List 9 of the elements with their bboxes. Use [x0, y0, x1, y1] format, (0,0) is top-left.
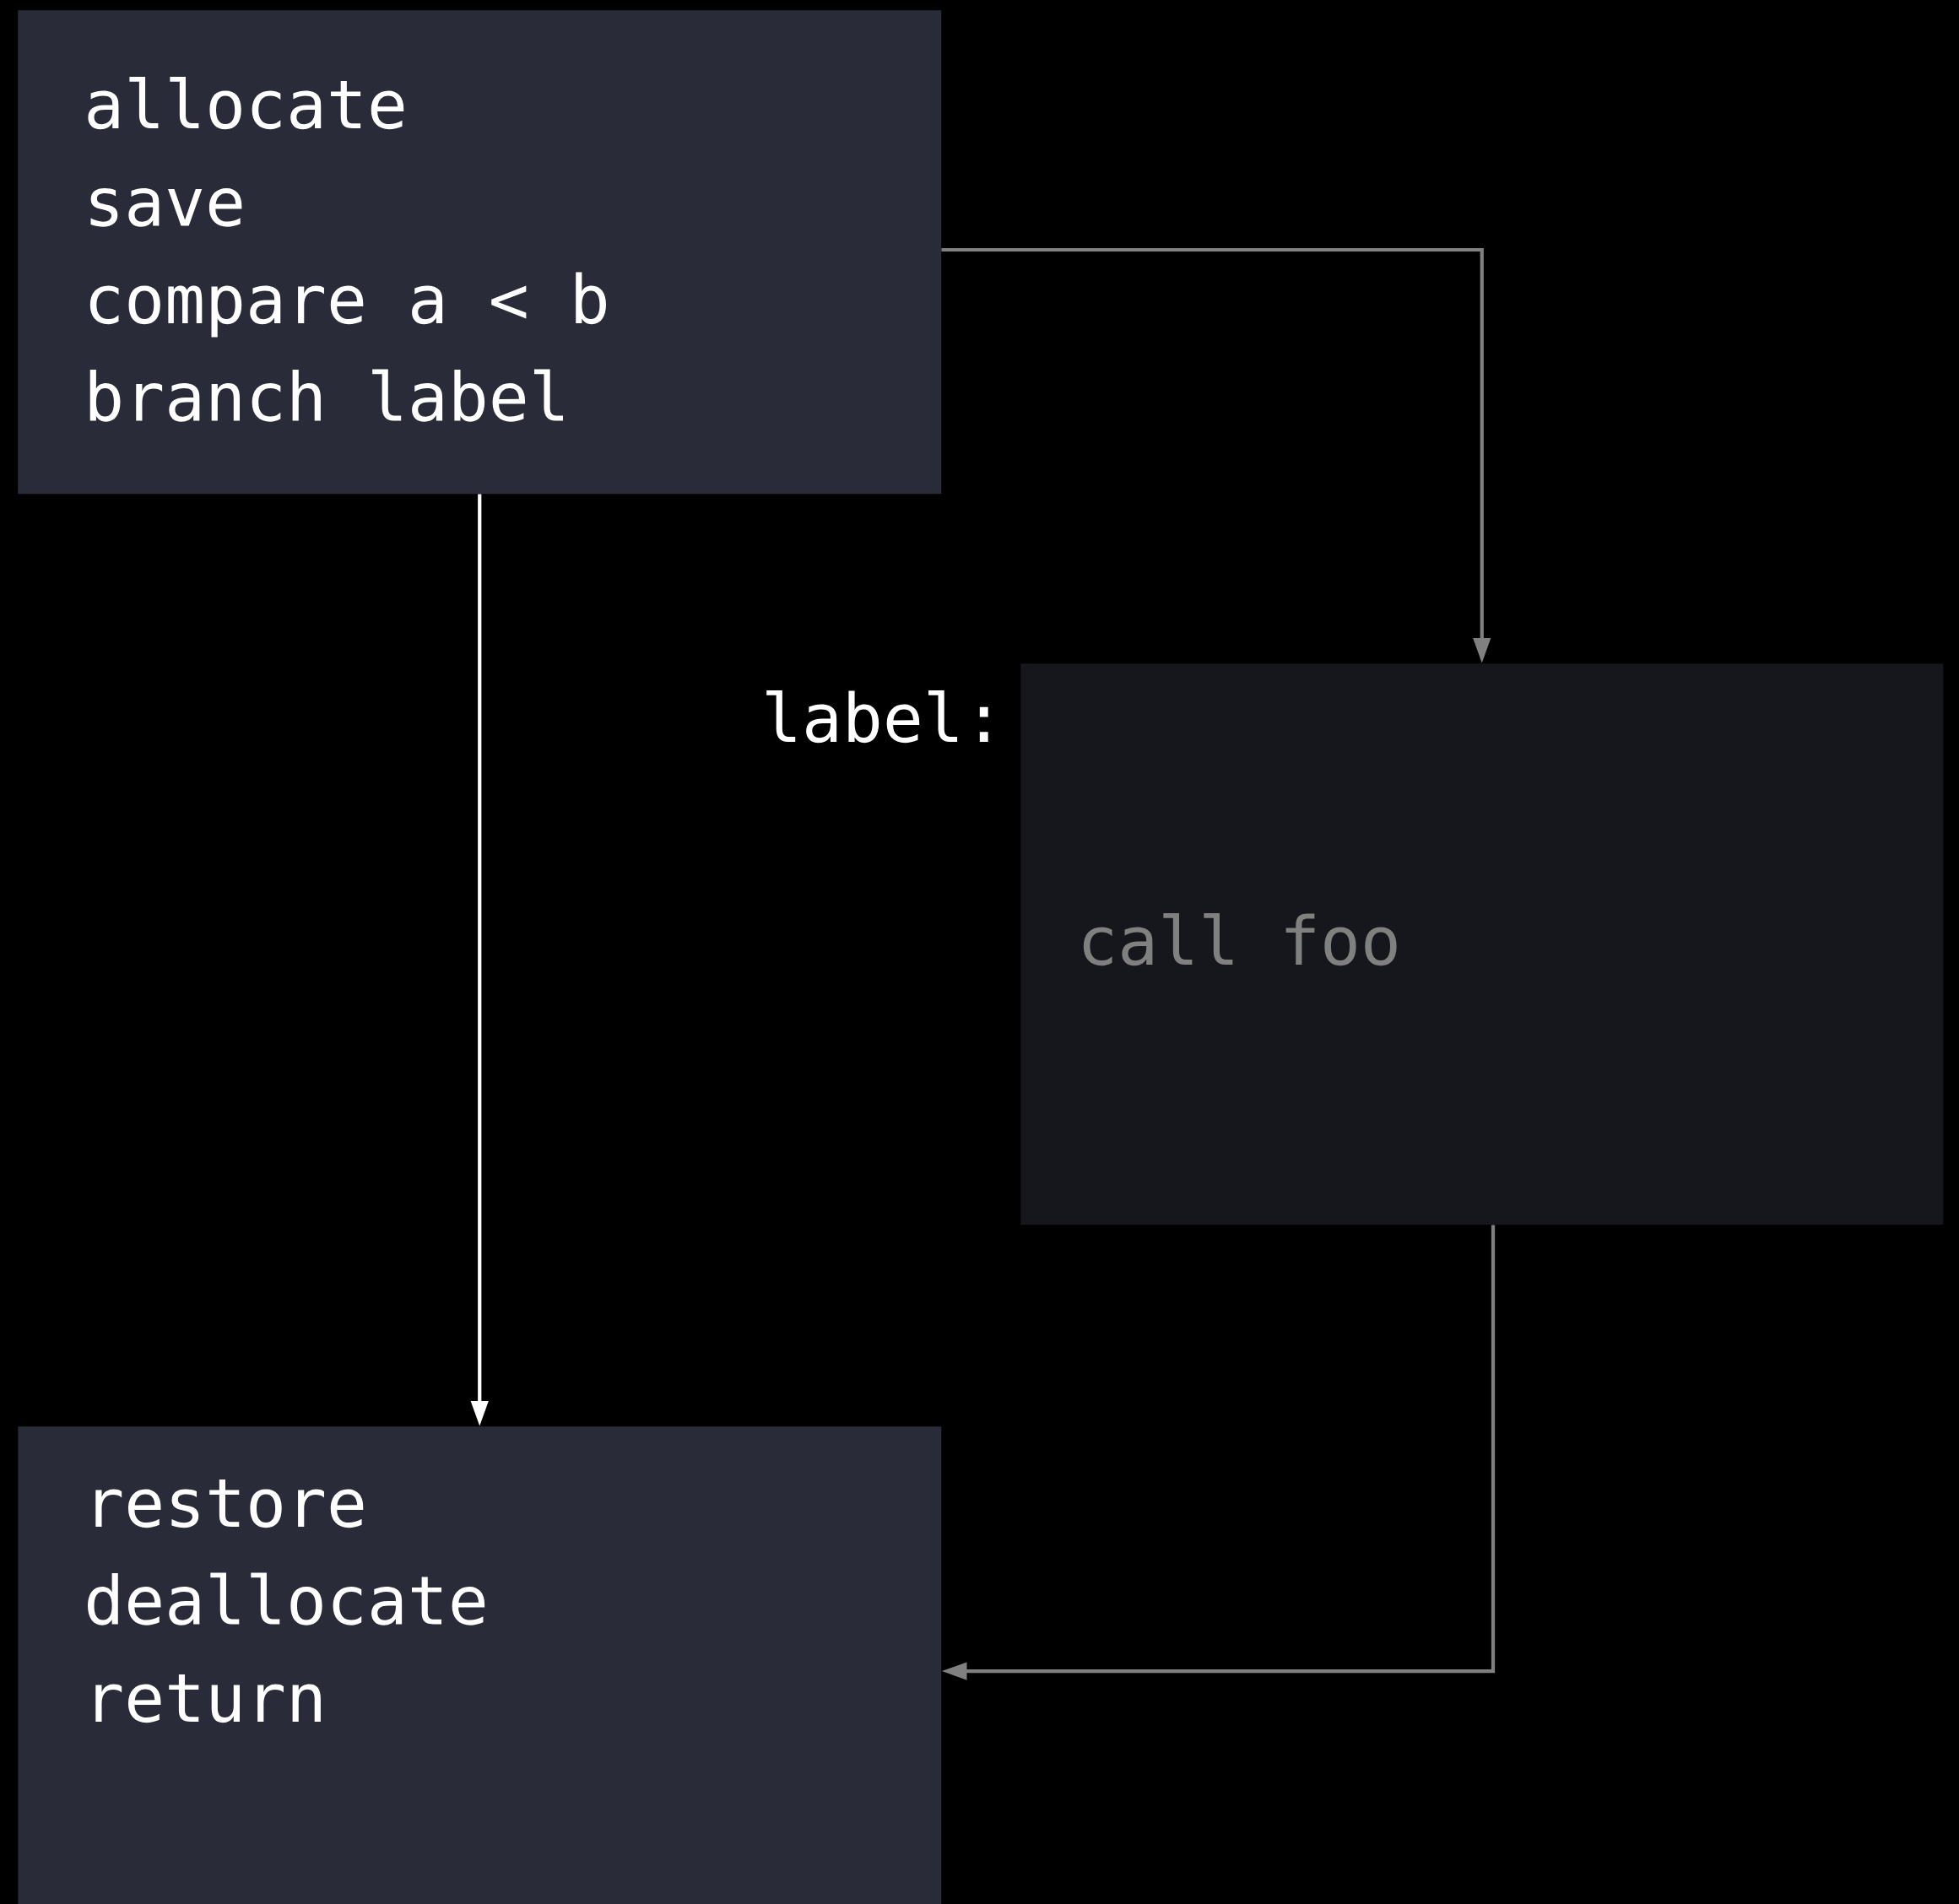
code-line: compare a < b	[89, 272, 606, 338]
code-line: branch label	[89, 369, 563, 422]
code-line: call foo	[1083, 913, 1397, 966]
code-line: deallocate	[88, 1572, 485, 1625]
code-line: allocate	[88, 77, 404, 130]
block-label: label:	[766, 690, 988, 744]
code-line: restore	[95, 1479, 364, 1528]
code-line: return	[95, 1674, 321, 1723]
code-line: save	[90, 187, 242, 227]
